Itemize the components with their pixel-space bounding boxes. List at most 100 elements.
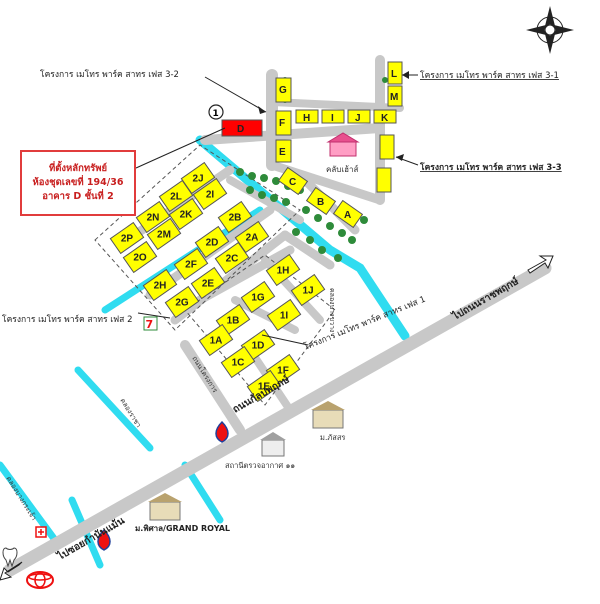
building-2K[interactable]: 2K <box>168 197 204 231</box>
seven-eleven-icon: 7 <box>143 316 158 331</box>
canal-branch-2 <box>74 366 154 452</box>
svg-text:7: 7 <box>146 318 154 331</box>
clubhouse: คลับเฮ้าส์ <box>326 132 360 174</box>
building-3-3-a <box>379 134 395 160</box>
building-2O[interactable]: 2O <box>122 240 158 274</box>
building-J[interactable] <box>347 109 371 124</box>
label-2H: 2H <box>154 281 167 292</box>
marker-number: 1 <box>213 109 219 119</box>
label-phase-3-2: โครงการ เมโทร พาร์ค สาทร เฟส 3-2 <box>40 69 179 80</box>
building-2P[interactable]: 2P <box>109 221 145 255</box>
label-2A: 2A <box>246 233 259 244</box>
label-K: K <box>381 113 389 124</box>
road-arrow-right-icon <box>527 255 554 274</box>
building-1E[interactable]: 1E <box>246 369 282 403</box>
road-phase1-b <box>180 340 245 435</box>
label-1J: 1J <box>302 286 313 297</box>
note-line-1: ที่ตั้งหลักทรัพย์ <box>48 163 108 174</box>
outline-phase2 <box>94 144 301 331</box>
building-2M[interactable]: 2M <box>146 217 182 251</box>
village-1-icon: ม.ภัสสร <box>311 401 345 442</box>
building-2I[interactable]: 2I <box>192 177 228 211</box>
label-I: I <box>331 113 334 124</box>
building-1J[interactable]: 1J <box>290 273 326 307</box>
building-K[interactable] <box>373 109 397 124</box>
label-2N: 2N <box>147 213 160 224</box>
label-2K: 2K <box>180 210 194 221</box>
road-main <box>3 261 552 577</box>
building-2L[interactable]: 2L <box>158 179 194 213</box>
building-D-target[interactable] <box>221 119 263 137</box>
pointer-arrows <box>258 71 409 161</box>
label-2P: 2P <box>121 234 134 245</box>
building-C[interactable] <box>277 166 309 196</box>
village-2-icon: ม.พิศาล/GRAND ROYAL <box>135 493 230 533</box>
buildings-top <box>275 61 403 229</box>
label-2J: 2J <box>192 174 203 185</box>
label-2L: 2L <box>170 192 182 203</box>
building-2D[interactable]: 2D <box>194 225 230 259</box>
building-B[interactable] <box>305 186 337 216</box>
building-1C[interactable]: 1C <box>220 345 256 379</box>
building-G[interactable] <box>275 77 292 103</box>
location-marker[interactable]: 1 <box>208 104 224 120</box>
building-2E[interactable]: 2E <box>190 266 226 300</box>
label-2E: 2E <box>202 279 215 290</box>
village-2-label: ม.พิศาล/GRAND ROYAL <box>135 524 230 533</box>
label-canal-left: คลองบางกระเจ้า <box>4 475 38 522</box>
building-I[interactable] <box>321 109 345 124</box>
building-2B[interactable]: 2B <box>217 200 253 234</box>
building-A[interactable] <box>332 199 364 229</box>
label-road-metro: ถนนโครงการ <box>190 354 220 394</box>
building-2F[interactable]: 2F <box>173 247 209 281</box>
label-C: C <box>289 177 296 188</box>
label-B: B <box>317 197 324 208</box>
building-1G[interactable]: 1G <box>240 280 276 314</box>
note-line-3: อาคาร D ชั้นที่ 2 <box>42 191 114 202</box>
building-2C[interactable]: 2C <box>214 241 250 275</box>
gas-station-icon-1 <box>215 420 229 443</box>
label-2B: 2B <box>229 213 242 224</box>
label-1F: 1F <box>277 366 289 377</box>
note-line-2: ห้องชุดเลขที่ 194/36 <box>32 177 124 188</box>
north-arrow-icon <box>526 6 574 54</box>
building-M[interactable] <box>387 85 403 107</box>
label-G: G <box>279 85 287 96</box>
building-1H[interactable]: 1H <box>265 253 301 287</box>
building-2H[interactable]: 2H <box>142 268 178 302</box>
label-2M: 2M <box>157 230 171 241</box>
road-arrow-left-icon <box>0 561 23 581</box>
label-2I: 2I <box>206 190 215 201</box>
label-2C: 2C <box>226 254 239 265</box>
label-1E: 1E <box>258 382 271 393</box>
label-2D: 2D <box>206 238 219 249</box>
label-H: H <box>303 113 310 124</box>
building-3-3-b <box>376 167 392 193</box>
building-H[interactable] <box>295 109 319 124</box>
label-1I: 1I <box>280 311 289 322</box>
road-phase2-link <box>226 176 304 224</box>
gas-station-icon-2 <box>97 528 111 551</box>
road-top-horizontal <box>200 123 385 145</box>
toyota-logo-icon <box>26 571 54 589</box>
building-2G[interactable]: 2G <box>164 285 200 319</box>
building-1A[interactable]: 1A <box>198 323 234 357</box>
label-L: L <box>391 69 397 80</box>
village-1-label: ม.ภัสสร <box>320 433 345 442</box>
building-1I[interactable]: 1I <box>266 298 302 332</box>
school-label: สถานีตรวจอากาศ ๑๑ <box>225 461 295 470</box>
building-2N[interactable]: 2N <box>135 200 171 234</box>
building-F[interactable] <box>275 110 292 136</box>
label-D: D <box>237 124 244 135</box>
clubhouse-label: คลับเฮ้าส์ <box>326 164 358 174</box>
label-1H: 1H <box>277 266 290 277</box>
property-location-note: ที่ตั้งหลักทรัพย์ ห้องชุดเลขที่ 194/36 อ… <box>20 150 136 216</box>
building-E[interactable] <box>275 139 292 163</box>
label-1B: 1B <box>227 316 240 327</box>
label-2O: 2O <box>133 253 147 264</box>
label-road-right: ไปถนนราชพฤกษ์ <box>449 274 521 323</box>
building-L[interactable] <box>387 61 403 85</box>
